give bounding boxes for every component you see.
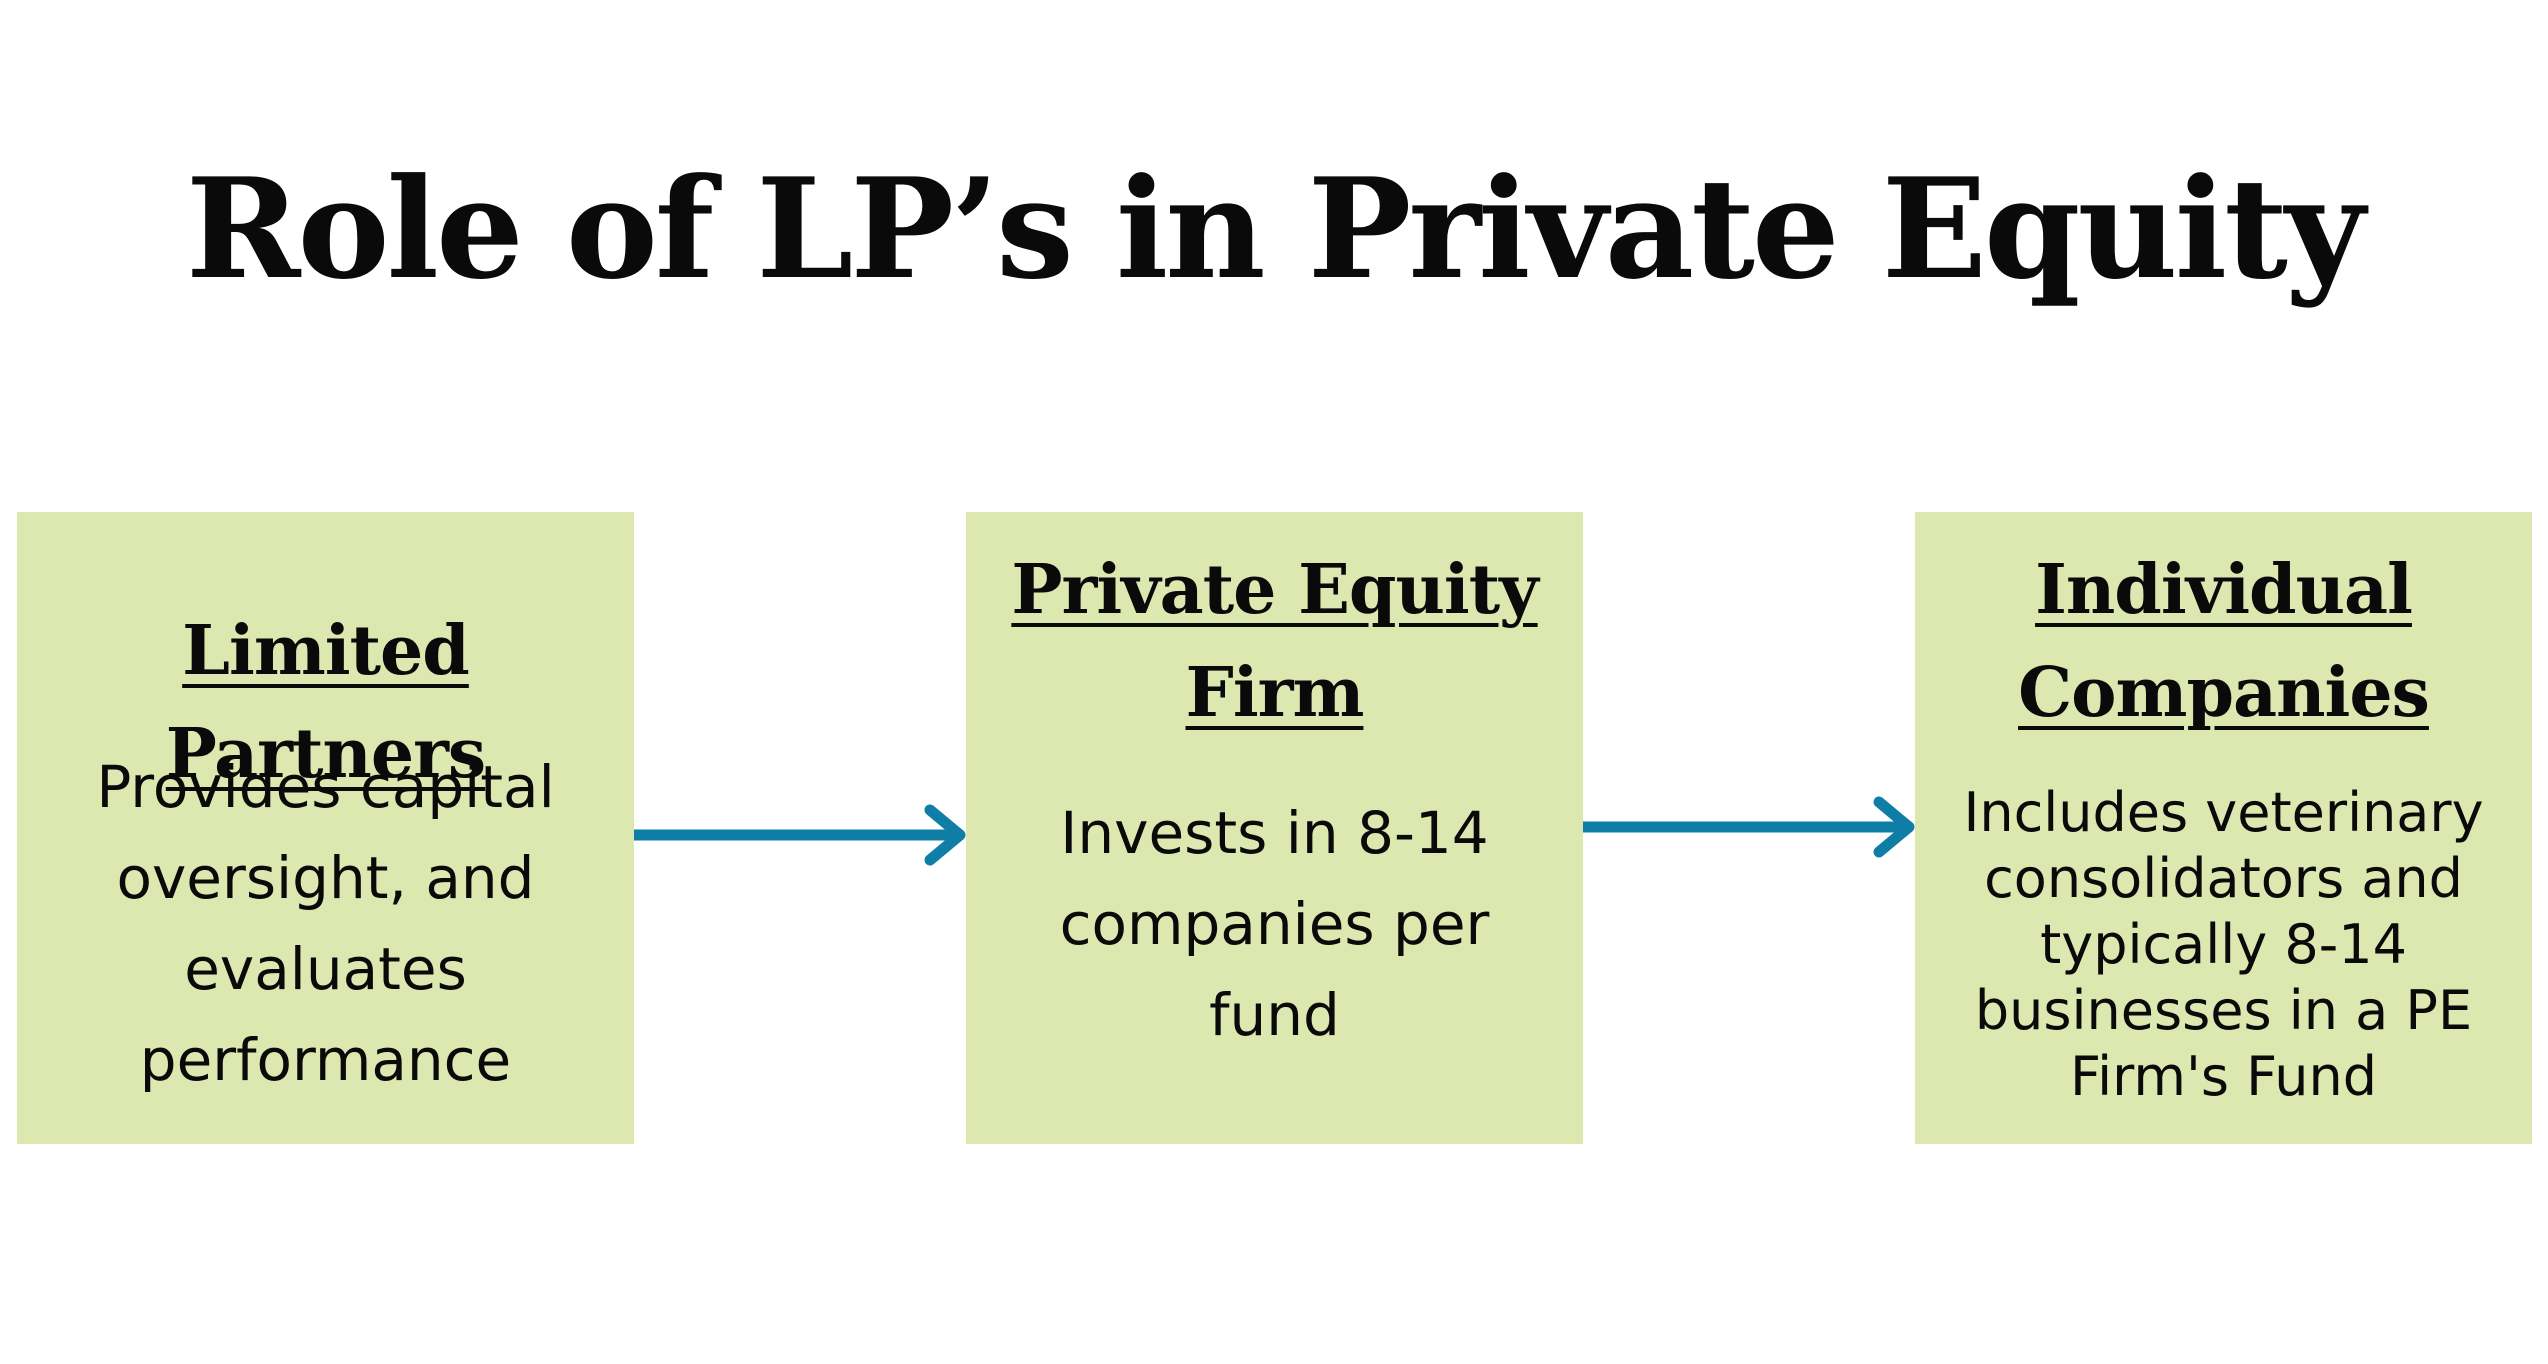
arrow-pe-to-companies [1583,796,1915,858]
diagram-title: Role of LP’s in Private Equity [185,147,2365,310]
private-equity-firm-box: Private Equity Firm Invests in 8-14 comp… [966,512,1583,1144]
private-equity-firm-heading: Private Equity Firm [966,539,1583,745]
limited-partners-description: Provides capital oversight, and evaluate… [96,753,555,1094]
individual-companies-box: Individual Companies Includes veterinary… [1915,512,2532,1144]
private-equity-firm-description: Invests in 8-14 companies per fund [1059,799,1490,1049]
arrow-lp-to-pe [634,804,966,866]
limited-partners-heading-text: Limited Partners [165,611,486,794]
individual-companies-heading-text: Individual Companies [2018,550,2430,733]
private-equity-firm-heading-text: Private Equity Firm [1011,550,1538,733]
individual-companies-heading: Individual Companies [1915,539,2532,745]
limited-partners-heading: Limited Partners [17,600,634,806]
individual-companies-description: Includes veterinary consolidators and ty… [1963,781,2484,1108]
limited-partners-box: Limited Partners Provides capital oversi… [17,512,634,1144]
